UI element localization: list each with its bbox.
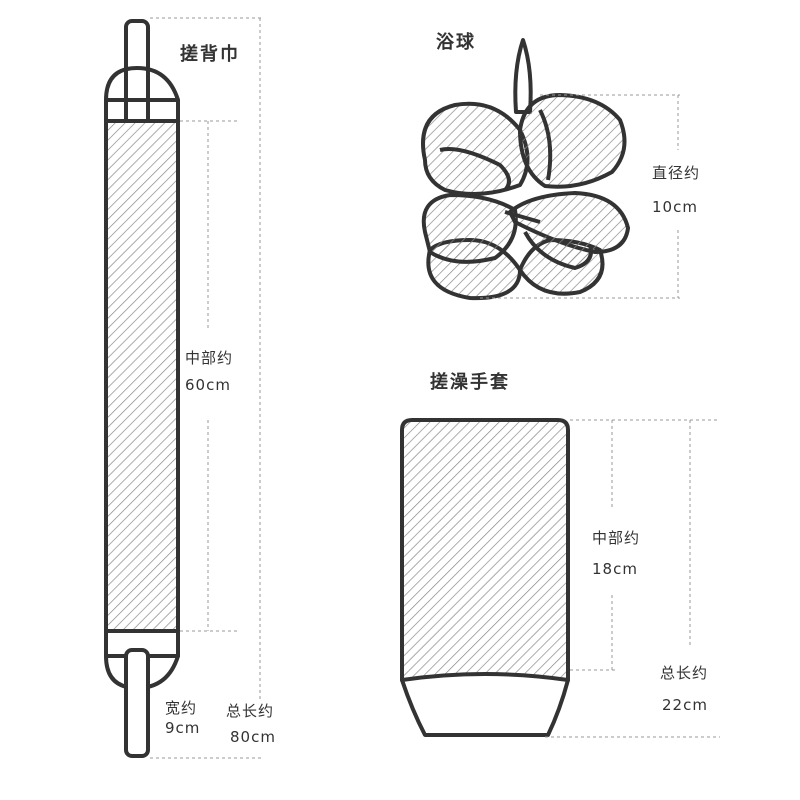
bath-glove-total-value: 22cm [662,696,708,714]
back-scrubber-width-value: 9cm [165,719,200,737]
hanging-loop [513,38,533,114]
bottom-strap [124,648,150,758]
back-scrubber-illustration [104,19,180,758]
back-scrubber-width-label: 宽约 [165,699,197,717]
top-handle [104,66,180,123]
bath-ball-guides [480,94,680,299]
glove-body [400,418,570,682]
bath-ball-diameter-value: 10cm [652,198,698,216]
bath-glove-middle-label: 中部约 [592,529,640,547]
bath-ball-illustration [421,38,630,301]
scrubber-middle [104,119,180,633]
back-scrubber-guides [150,17,262,759]
back-scrubber-total-label: 总长约 [226,702,274,720]
bath-glove-total-label: 总长约 [660,664,708,682]
bath-glove-illustration [400,418,570,737]
bath-glove-guides [545,419,720,738]
back-scrubber-middle-label: 中部约 [185,349,233,367]
bath-glove-title: 搓澡手套 [430,371,510,393]
back-scrubber-total-value: 80cm [230,728,276,746]
bath-glove-middle-value: 18cm [592,560,638,578]
glove-cuff [400,672,570,737]
back-scrubber-middle-value: 60cm [185,376,231,394]
bath-ball-title: 浴球 [436,32,476,53]
back-scrubber-title: 搓背巾 [180,43,240,65]
bath-ball-diameter-label: 直径约 [652,164,700,182]
